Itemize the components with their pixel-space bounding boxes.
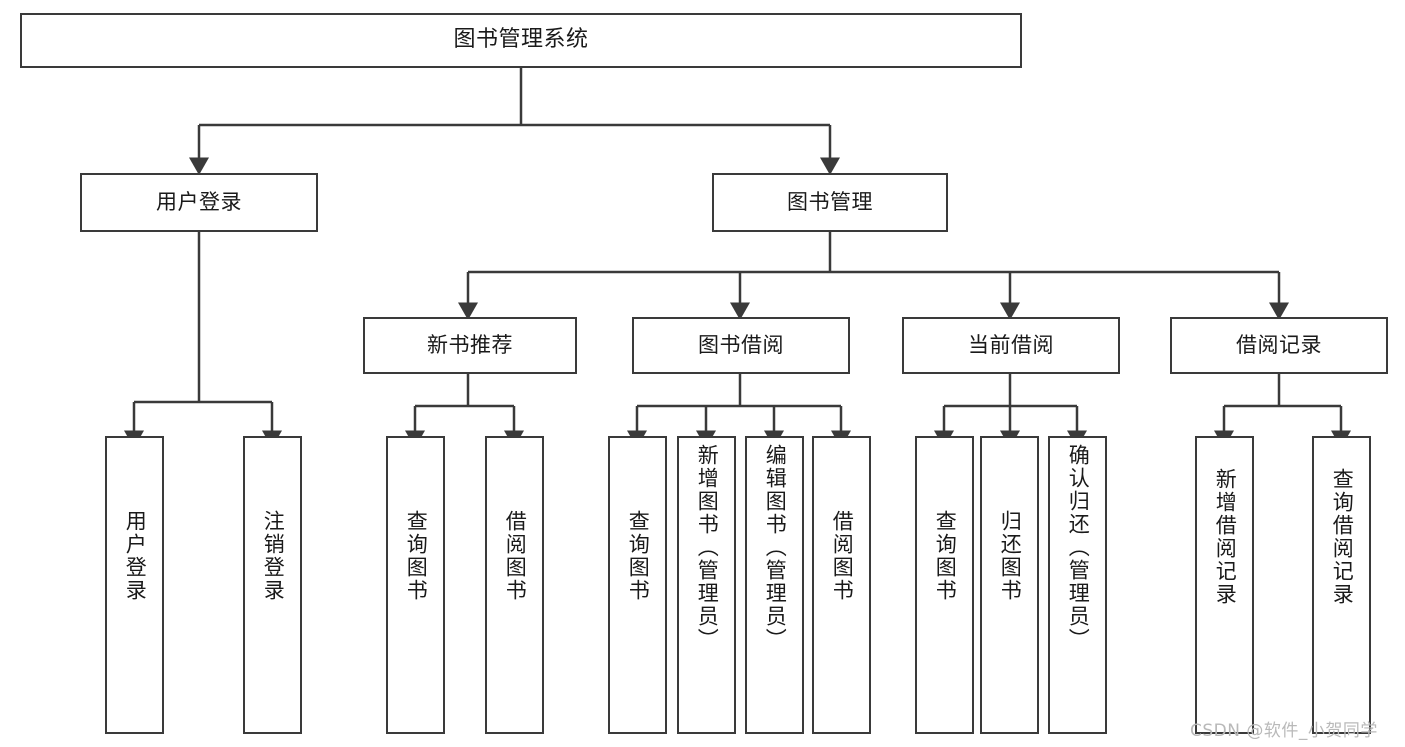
node-label: 新增借阅记录 [1213, 468, 1238, 606]
node-label: 用户登录 [123, 510, 148, 602]
leaf-borrow-add-book[interactable]: 新增图书（管理员） [677, 436, 736, 734]
node-user-login[interactable]: 用户登录 [80, 173, 318, 232]
node-label: 编辑图书（管理员） [763, 444, 788, 651]
node-label: 借阅图书 [503, 510, 528, 602]
node-label: 用户登录 [156, 189, 242, 214]
node-borrow-record[interactable]: 借阅记录 [1170, 317, 1388, 374]
leaf-user-login-login[interactable]: 用户登录 [105, 436, 164, 734]
node-label: 图书管理系统 [453, 27, 589, 53]
leaf-current-return-book[interactable]: 归还图书 [980, 436, 1039, 734]
leaf-borrow-borrow-book[interactable]: 借阅图书 [812, 436, 871, 734]
node-book-borrow[interactable]: 图书借阅 [632, 317, 850, 374]
node-root-system[interactable]: 图书管理系统 [20, 13, 1022, 68]
node-new-book-recommend[interactable]: 新书推荐 [363, 317, 577, 374]
leaf-borrow-query-book[interactable]: 查询图书 [608, 436, 667, 734]
node-label: 借阅图书 [830, 510, 855, 602]
node-label: 查询图书 [933, 510, 958, 602]
node-label: 查询图书 [626, 510, 651, 602]
leaf-record-query-record[interactable]: 查询借阅记录 [1312, 436, 1371, 734]
leaf-user-login-logout[interactable]: 注销登录 [243, 436, 302, 734]
node-label: 注销登录 [261, 510, 286, 602]
leaf-current-query-book[interactable]: 查询图书 [915, 436, 974, 734]
node-label: 查询借阅记录 [1330, 468, 1355, 606]
leaf-current-confirm-return[interactable]: 确认归还（管理员） [1048, 436, 1107, 734]
leaf-recommend-query-book[interactable]: 查询图书 [386, 436, 445, 734]
node-book-management[interactable]: 图书管理 [712, 173, 948, 232]
node-label: 借阅记录 [1236, 332, 1322, 357]
node-label: 归还图书 [998, 510, 1023, 602]
node-label: 确认归还（管理员） [1066, 444, 1091, 651]
node-label: 图书借阅 [698, 332, 784, 357]
leaf-record-add-record[interactable]: 新增借阅记录 [1195, 436, 1254, 734]
node-current-borrow[interactable]: 当前借阅 [902, 317, 1120, 374]
node-label: 当前借阅 [968, 332, 1054, 357]
leaf-recommend-borrow-book[interactable]: 借阅图书 [485, 436, 544, 734]
node-label: 新书推荐 [427, 332, 513, 357]
node-label: 查询图书 [404, 510, 429, 602]
leaf-borrow-edit-book[interactable]: 编辑图书（管理员） [745, 436, 804, 734]
node-label: 图书管理 [787, 189, 873, 214]
node-label: 新增图书（管理员） [695, 444, 720, 651]
